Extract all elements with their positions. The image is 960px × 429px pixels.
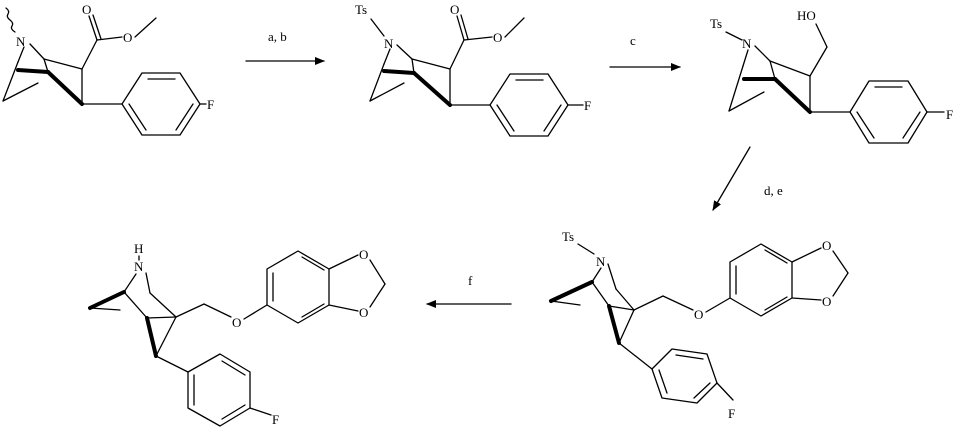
atom-o-carbonyl: O	[82, 2, 91, 17]
atom-o-dioxole-1: O	[359, 247, 368, 262]
atom-h: H	[134, 241, 143, 256]
atom-o-dioxole-1: O	[822, 238, 831, 253]
atom-ts: Ts	[355, 2, 367, 17]
atom-hydroxyl: HO	[797, 8, 816, 23]
condition-label-2: c	[630, 33, 636, 48]
atom-o-ester: O	[123, 30, 132, 45]
atom-n: N	[134, 259, 144, 274]
atom-o-ester: O	[493, 30, 502, 45]
condition-label-1: a, b	[268, 29, 287, 44]
atom-f: F	[272, 412, 279, 427]
atom-f: F	[946, 107, 953, 122]
atom-ts: Ts	[562, 229, 574, 244]
molecule-4-n-tosyl-ether: Ts N O O O F	[549, 229, 849, 421]
atom-f: F	[207, 97, 214, 112]
reaction-arrow-1: a, b	[245, 29, 325, 65]
atom-o-ether: O	[694, 307, 703, 322]
atom-n: N	[742, 36, 752, 51]
atom-o-dioxole-2: O	[822, 294, 831, 309]
reaction-arrow-2: c	[609, 33, 681, 71]
atom-n: N	[596, 254, 606, 269]
condition-label-3: d, e	[764, 183, 783, 198]
molecule-5-nh-product: H N O O O F	[88, 241, 386, 427]
atom-f: F	[728, 406, 735, 421]
reaction-arrow-3: d, e	[712, 146, 783, 211]
reaction-arrow-4: f	[426, 273, 512, 308]
atom-n: N	[16, 34, 26, 49]
atom-o-dioxole-2: O	[359, 305, 368, 320]
molecule-3-alcohol: Ts N HO F	[710, 8, 953, 144]
atom-o-ether: O	[232, 315, 241, 330]
atom-ts: Ts	[710, 16, 722, 31]
atom-f: F	[584, 98, 591, 113]
condition-label-4: f	[468, 273, 473, 288]
atom-n: N	[384, 36, 394, 51]
molecule-2-n-tosyl-ester: Ts N O O F	[355, 2, 591, 137]
molecule-1-n-methyl-ester: N O O F	[2, 2, 214, 136]
atom-o-carbonyl: O	[450, 2, 459, 17]
